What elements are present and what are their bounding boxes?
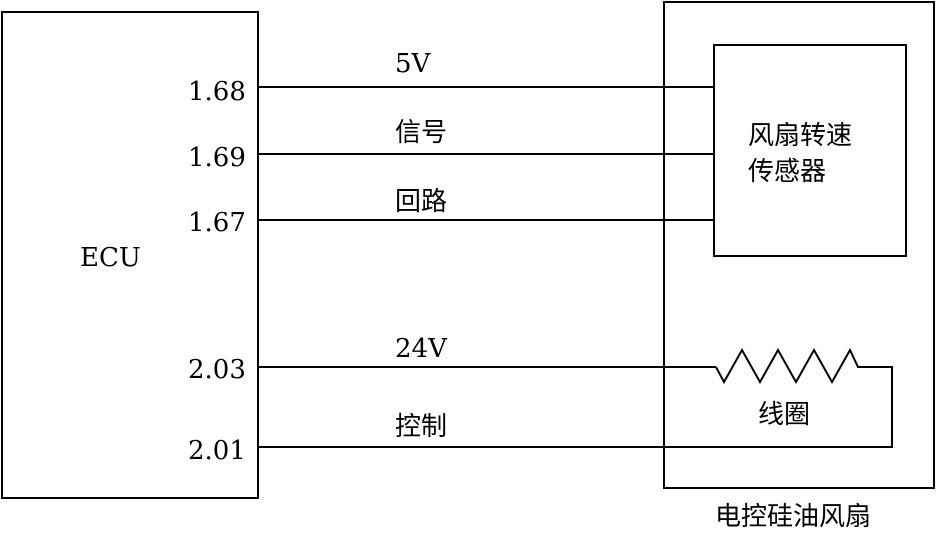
pin-number-signal: 1.69 [188,143,246,173]
wire-label-control: 控制 [395,412,447,442]
sensor-box [713,44,907,257]
ecu-label: ECU [80,243,141,273]
wire-label-signal: 信号 [395,118,447,148]
sensor-label-line1: 风扇转速 [748,121,852,151]
wire-label-24v: 24V [395,334,448,364]
fan-label: 电控硅油风扇 [715,502,871,532]
fan-box [663,1,935,489]
pin-number-control: 2.01 [188,436,246,466]
wire-label-5v: 5V [395,49,432,79]
pin-number-return: 1.67 [188,208,246,238]
sensor-label-line2: 传感器 [748,157,826,187]
wire-label-return: 回路 [395,187,447,217]
coil-label: 线圈 [758,400,810,430]
ecu-box [1,11,259,499]
pin-number-5v: 1.68 [188,77,246,107]
pin-number-24v: 2.03 [188,355,246,385]
coil-zigzag [715,347,892,385]
